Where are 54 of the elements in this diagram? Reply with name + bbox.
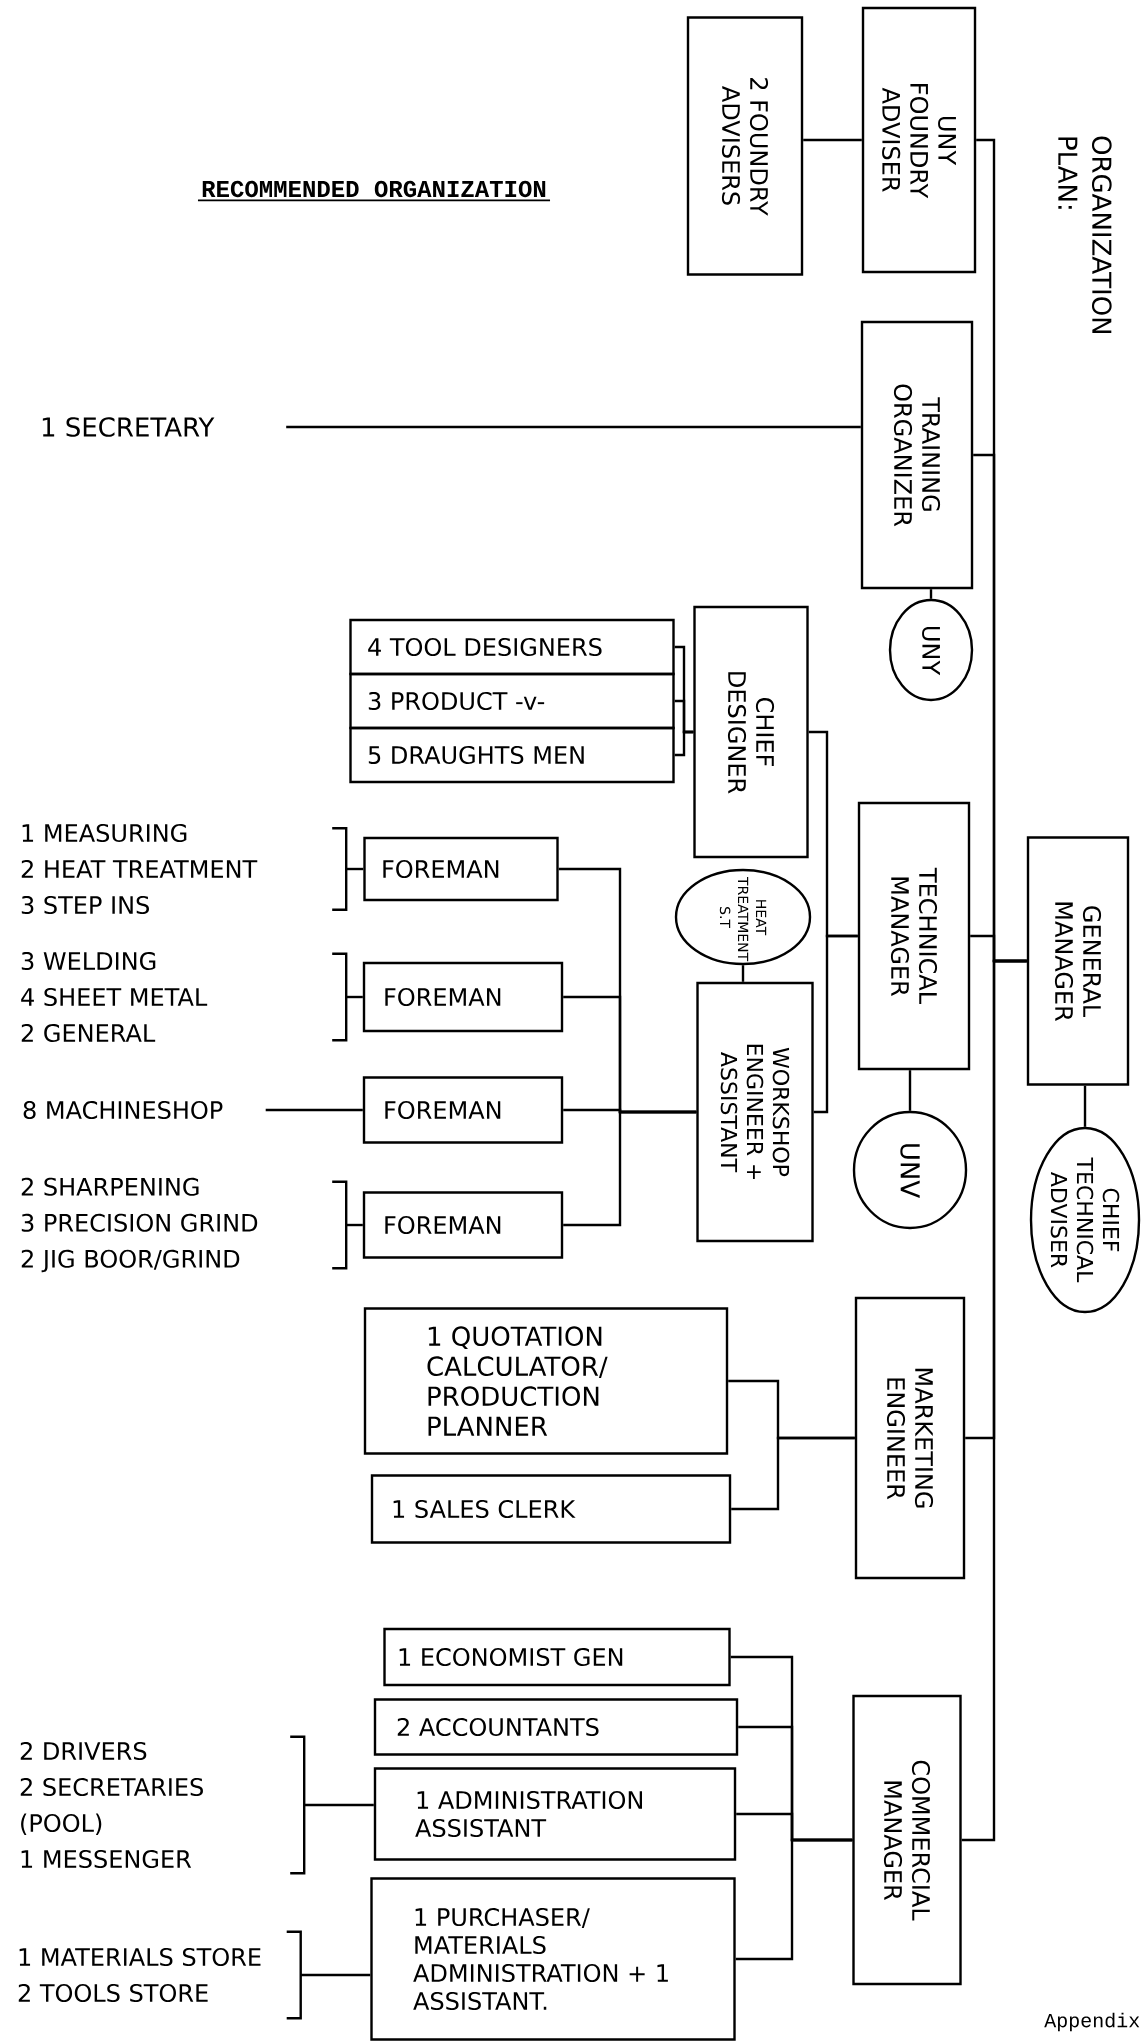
org-box: 3 PRODUCT -v- (349, 672, 675, 730)
connector-line (741, 965, 745, 982)
page-note: Appendix (1044, 2012, 1140, 2032)
oval-node: CHIEF TECHNICAL ADVISER (1029, 1126, 1141, 1314)
connector-line (908, 1070, 912, 1111)
staff-list: 1 MEASURING 2 HEAT TREATMENT 3 STEP INS (21, 823, 258, 915)
staff-text: 8 MACHINESHOP (23, 1100, 223, 1120)
oval-node: UNV (852, 1110, 968, 1230)
connector-line (1083, 1085, 1087, 1127)
connector-line (346, 1223, 363, 1227)
org-box: 4 TOOL DESIGNERS (349, 618, 675, 676)
connector-line (674, 730, 694, 757)
staff-list: 3 WELDING 4 SHEET METAL 2 GENERAL (21, 951, 208, 1043)
org-box: TRAINING ORGANIZER (860, 320, 974, 590)
org-box: 1 QUOTATION CALCULATOR/ PRODUCTION PLANNER (363, 1307, 729, 1455)
oval-node: HEAT TREATMENT S.T (674, 868, 812, 966)
oval-node: UNY (888, 598, 974, 702)
connector-line (286, 425, 861, 429)
org-box: GENERAL MANAGER (1026, 836, 1130, 1086)
connector-line (563, 1110, 697, 1227)
staff-list: 2 DRIVERS 2 SECRETARIES (POOL) 1 MESSENGER (20, 1741, 203, 1869)
connector-line (803, 138, 862, 142)
connector-line (346, 867, 364, 871)
org-box: MARKETING ENGINEER (854, 1296, 966, 1580)
org-box: 1 PURCHASER/ MATERIALS ADMINISTRATION + 1 ASSISTANT. (370, 1877, 736, 2041)
org-box: WORKSHOP ENGINEER + ASSISTANT (696, 981, 814, 1243)
connector-line (304, 1803, 374, 1807)
org-box: TECHNICAL MANAGER (857, 801, 971, 1071)
connector-line (300, 1973, 371, 1977)
org-box: FOREMAN (362, 1191, 564, 1259)
org-box: FOREMAN (362, 1076, 564, 1144)
org-box: 1 ECONOMIST GEN (383, 1627, 731, 1687)
connector-line (813, 934, 858, 1114)
connector-line (265, 1108, 363, 1112)
org-box: 2 ACCOUNTANTS (373, 1698, 739, 1756)
title: RECOMMENDED ORGANIZATION (202, 180, 546, 198)
org-box: FOREMAN (363, 836, 559, 902)
rotated-heading: ORGANIZATION PLAN: (1058, 136, 1112, 334)
org-box: 1 SALES CLERK (370, 1474, 732, 1544)
org-box: CHIEF DESIGNER (693, 605, 809, 859)
org-box: FOREMAN (362, 961, 564, 1033)
connector-line (346, 995, 363, 999)
staff-list: 2 SHARPENING 3 PRECISION GRIND 2 JIG BOOR/GRIND (21, 1177, 258, 1273)
staff-list: 1 MATERIALS STORE 2 TOOLS STORE (18, 1947, 261, 2003)
staff-text: 1 SECRETARY (42, 417, 215, 437)
connector-line (929, 589, 933, 599)
connector-line (735, 1838, 853, 1961)
org-box: UNY FOUNDRY ADVISER (861, 6, 977, 274)
org-box: COMMERCIAL MANAGER (852, 1694, 962, 1986)
connector-line (731, 1436, 855, 1511)
org-box: 5 DRAUGHTS MEN (349, 726, 675, 784)
org-box: 2 FOUNDRY ADVISERS (686, 16, 804, 276)
org-box: 1 ADMINISTRATION ASSISTANT (373, 1767, 737, 1861)
connector-line (961, 959, 1027, 1842)
